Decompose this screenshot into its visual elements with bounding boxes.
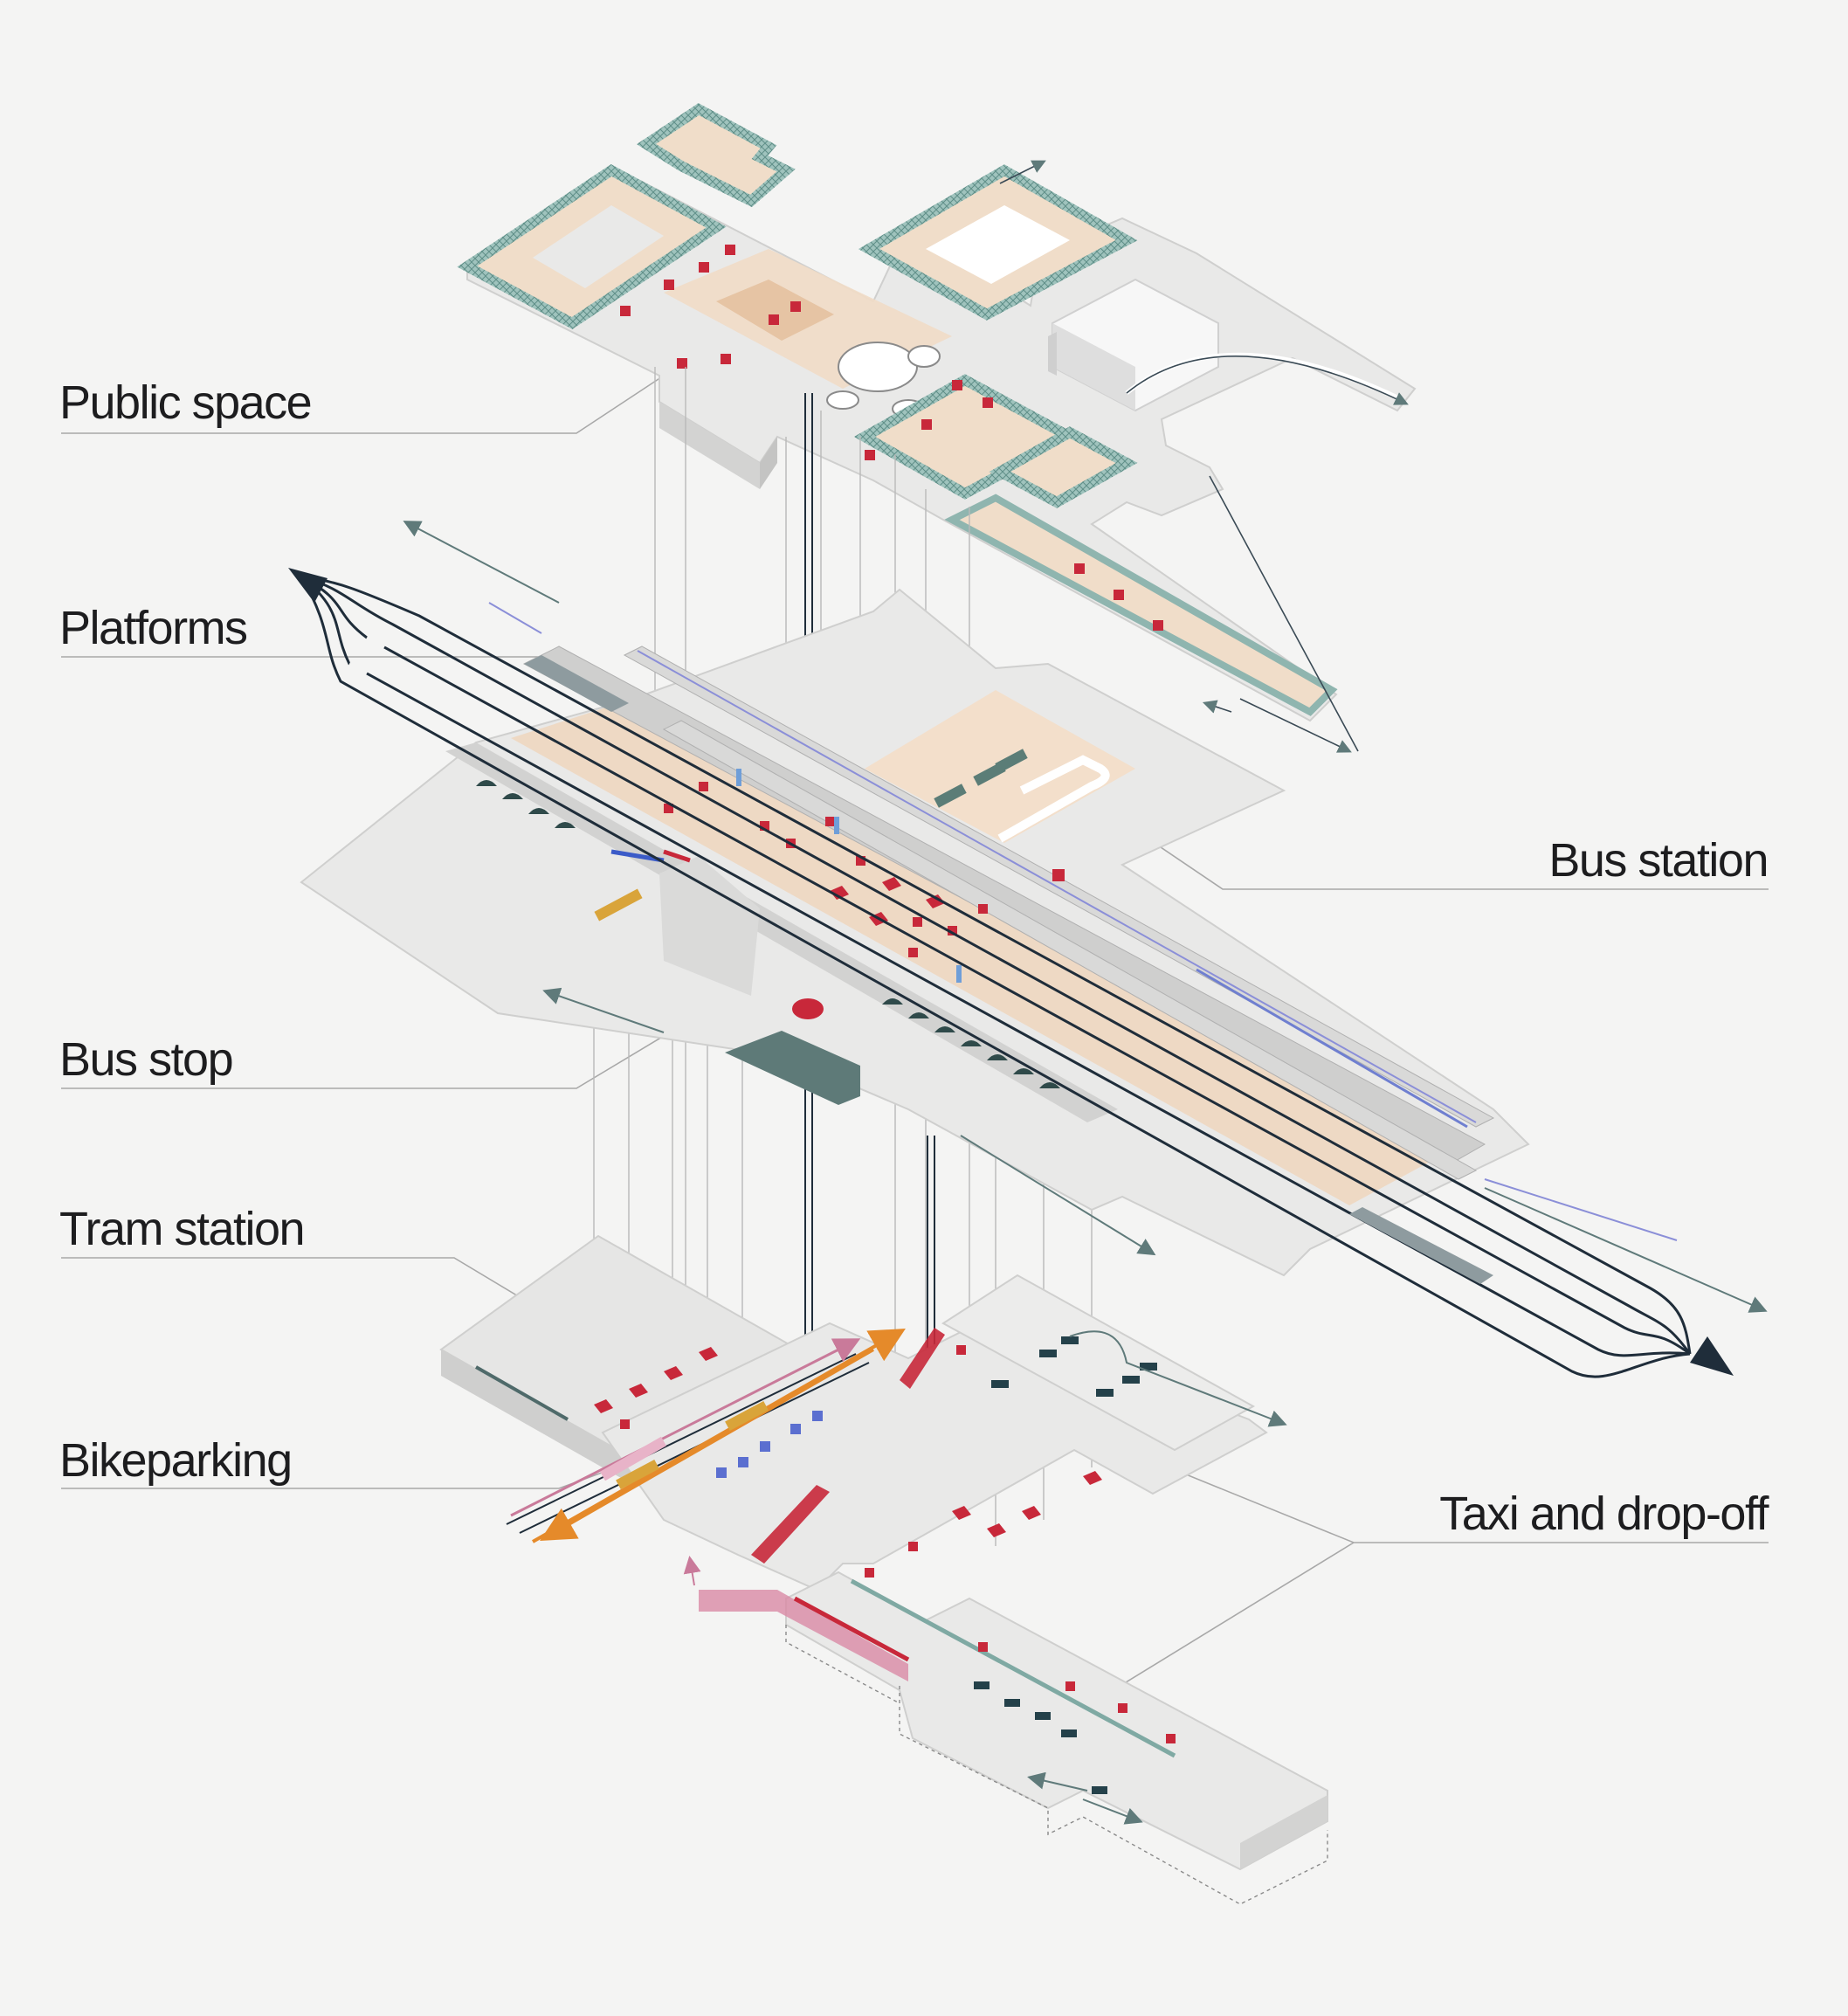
label-platforms: Platforms xyxy=(59,602,248,654)
south-arch-wall xyxy=(445,742,1118,1122)
public-space-level xyxy=(457,103,1417,753)
label-public-space: Public space xyxy=(59,376,313,429)
lower-taxi-cars xyxy=(974,1681,1107,1794)
lower-wing-red-cubes xyxy=(978,1642,1176,1743)
bike-tunnel xyxy=(699,1590,908,1681)
bus-station-buses xyxy=(934,749,1028,808)
leader-taxi-lower xyxy=(1091,1542,1355,1704)
label-tram-station: Tram station xyxy=(59,1203,306,1255)
skylight-big xyxy=(838,342,918,392)
lower-level xyxy=(439,1234,1328,1905)
label-taxi-dropoff: Taxi and drop-off xyxy=(1439,1488,1769,1540)
taxi-area xyxy=(941,1274,1256,1452)
taxi-lower-wing xyxy=(785,1571,1328,1871)
bike-parking-cubes xyxy=(716,1411,823,1478)
trains xyxy=(524,655,1493,1284)
track-arrow-east xyxy=(1690,1336,1734,1376)
leader-lines xyxy=(61,375,1769,1704)
label-bikeparking: Bikeparking xyxy=(59,1434,293,1487)
track-flow-arrows xyxy=(403,521,1768,1313)
rail-white-breaks xyxy=(348,635,1635,1340)
lower-escalators xyxy=(751,1328,945,1564)
bus-stop-entrance xyxy=(725,1031,860,1105)
label-bus-station: Bus station xyxy=(1548,834,1769,887)
label-bus-stop: Bus stop xyxy=(59,1033,234,1086)
public-space-red-cubes xyxy=(620,245,1163,631)
track-arrow-west xyxy=(288,568,328,603)
platform-red-cubes xyxy=(664,782,1065,957)
taxi-cars xyxy=(991,1336,1157,1397)
platform-level xyxy=(300,588,1530,1277)
block-north xyxy=(636,103,796,208)
block-northeast xyxy=(858,164,1138,321)
block-southeast xyxy=(853,374,1138,508)
lower-red-markers xyxy=(594,1345,1102,1578)
block-northwest xyxy=(457,164,727,329)
tram-vehicle-upper xyxy=(594,888,643,922)
leader-public-space xyxy=(61,375,665,434)
block-east-strip xyxy=(944,494,1338,716)
red-circle-marker xyxy=(792,998,824,1019)
leader-bus-stop xyxy=(61,1030,673,1089)
